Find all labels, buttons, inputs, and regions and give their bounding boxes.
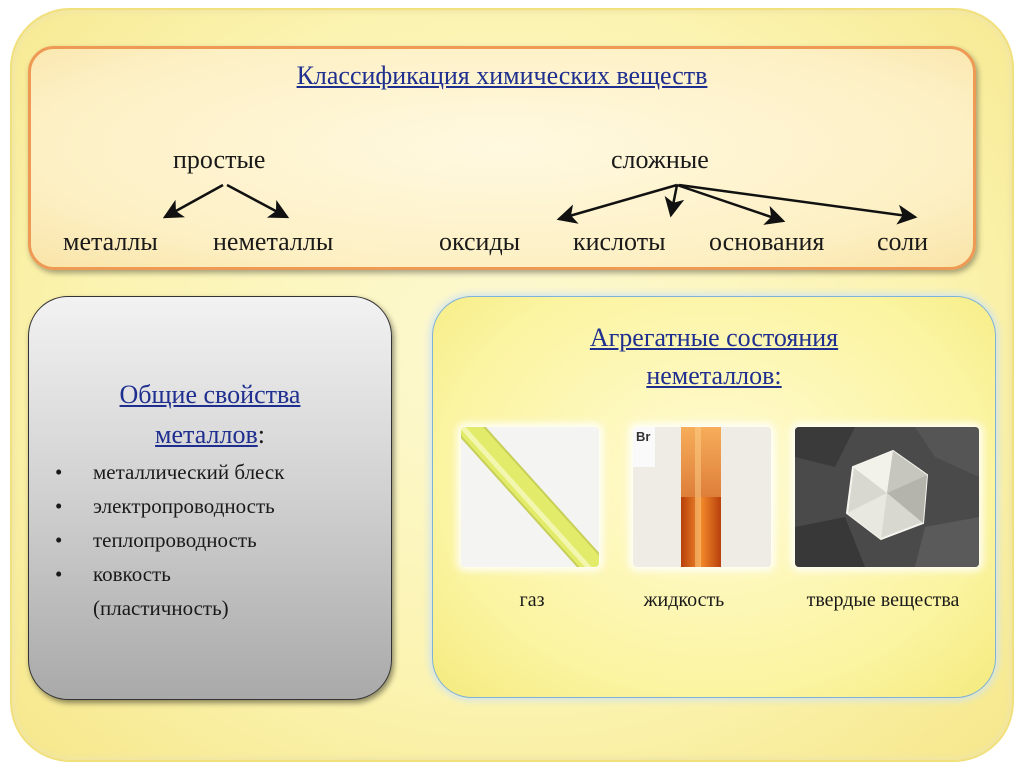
metals-title-colon: : — [257, 420, 265, 449]
metals-title-line2[interactable]: металлов — [155, 420, 258, 449]
classification-title[interactable]: Классификация химических веществ — [296, 61, 708, 90]
simple-label: простые — [173, 145, 266, 174]
metals-properties-title: Общие свойства металлов: — [29, 375, 391, 455]
bullet-icon: • — [55, 528, 63, 552]
metals-properties-list: •металлический блеск •электропроводность… — [55, 455, 284, 625]
bullet-icon: • — [55, 562, 63, 586]
list-item: •электропроводность — [55, 489, 284, 523]
liquid-caption: жидкость — [643, 589, 725, 611]
arrow-to-salts — [678, 183, 918, 225]
list-item: •металлический блеск — [55, 455, 284, 489]
bromine-label: Br — [636, 429, 651, 444]
aggregate-states-box: Агрегатные состояния неметаллов: — [432, 296, 996, 698]
solid-caption: твердые вещества — [806, 589, 960, 611]
oxides-label: оксиды — [439, 227, 521, 256]
bullet-icon: • — [55, 494, 63, 518]
classification-box: Классификация химических веществ простые… — [28, 46, 976, 270]
classification-arrows — [162, 183, 918, 225]
aggregate-states-title[interactable]: Агрегатные состояния неметаллов: — [589, 323, 839, 390]
bullet-icon: • — [55, 460, 63, 484]
list-item: •теплопроводность — [55, 523, 284, 557]
acids-label: кислоты — [573, 227, 666, 256]
bases-label: основания — [709, 227, 825, 256]
arrow-to-acids — [664, 184, 685, 218]
gas-tube-photo — [461, 427, 599, 567]
gas-caption: газ — [519, 589, 545, 611]
metals-title-line1[interactable]: Общие свойства — [119, 380, 301, 409]
list-item: •ковкость — [55, 557, 284, 591]
arrow-to-oxides — [556, 183, 678, 224]
nonmetals-label: неметаллы — [213, 227, 334, 256]
complex-label: сложные — [611, 145, 709, 174]
salts-label: соли — [877, 227, 929, 256]
arrow-to-bases — [676, 183, 786, 225]
list-item-continuation: (пластичность) — [93, 596, 229, 620]
arrow-to-nonmetals — [226, 183, 290, 219]
arrow-to-metals — [162, 183, 224, 219]
bromine-tube-photo: Br — [633, 427, 771, 567]
metals-label: металлы — [63, 227, 158, 256]
diamond-crystal-photo — [795, 427, 979, 567]
metals-properties-box: Общие свойства металлов: •металлический … — [28, 296, 392, 700]
